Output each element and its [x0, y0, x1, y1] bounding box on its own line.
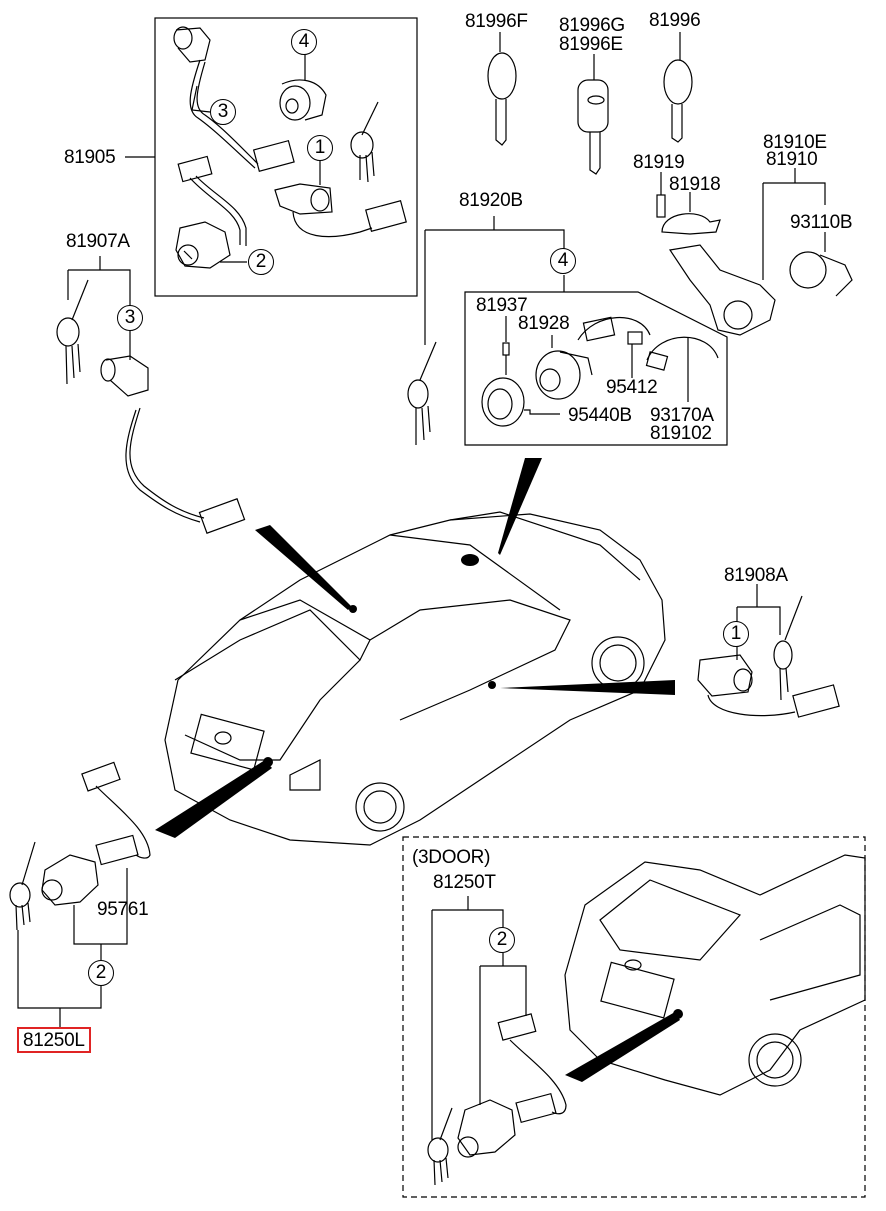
door-lock-cylinder-81907A-drawing [100, 355, 246, 534]
part-label-81920B[interactable]: 81920B [459, 190, 523, 211]
pointer-ignition [498, 458, 542, 555]
variant-label-3door: (3DOOR) [412, 847, 491, 868]
part-label-81996[interactable]: 81996 [649, 10, 701, 31]
callout-4-box: 4 [291, 29, 317, 55]
shroud-81918-drawing [661, 213, 721, 235]
bolt-81919-drawing [656, 194, 666, 218]
pointer-passenger-door [500, 680, 675, 695]
lock-cylinder-81928-drawing [535, 350, 593, 400]
trunk-lock-cylinder-2-drawing [175, 155, 247, 269]
tailgate-lock-81250T-drawing [427, 1013, 567, 1186]
callout-2-box: 2 [248, 249, 274, 275]
pointer-trunk [155, 760, 272, 838]
callout-1-box: 1 [307, 135, 333, 161]
trunk-lock-81250L-drawing [9, 761, 151, 931]
location-pointers [155, 458, 675, 838]
callout-2-81250L: 2 [88, 960, 114, 986]
ignition-cylinder-4-drawing [279, 79, 327, 121]
door-lock-cylinder-81908A-drawing [697, 654, 840, 718]
steering-lock-body-drawing [668, 244, 776, 336]
part-label-81250L-selected[interactable]: 81250L [17, 1027, 91, 1053]
part-label-81937[interactable]: 81937 [476, 295, 528, 316]
part-label-81996G[interactable]: 81996G [559, 15, 625, 36]
part-label-81910E[interactable]: 81910E [763, 132, 827, 153]
part-label-819102[interactable]: 819102 [650, 423, 712, 444]
pointer-3door-tailgate [565, 1012, 680, 1082]
group-box-81905 [154, 17, 418, 297]
sedan-body-drawing [164, 511, 666, 846]
key-81996F-drawing [487, 52, 517, 146]
part-label-81907A[interactable]: 81907A [66, 231, 130, 252]
ignition-switch-93110B-drawing [789, 251, 853, 297]
door-lock-cylinder-3-drawing [173, 26, 295, 172]
variant-box-3door [402, 836, 866, 1198]
callout-3-81907A: 3 [117, 305, 143, 331]
callout-3-box: 3 [210, 99, 236, 125]
switch-95412-drawing [627, 331, 643, 378]
hatchback-body-drawing [564, 854, 866, 1096]
key-drawing-81908A [773, 595, 803, 701]
part-label-81250T[interactable]: 81250T [433, 872, 496, 893]
part-label-81918[interactable]: 81918 [669, 174, 721, 195]
part-label-95761[interactable]: 95761 [97, 899, 149, 920]
housing-95440B-drawing [481, 377, 560, 427]
part-label-81919[interactable]: 81919 [633, 152, 685, 173]
part-label-81996E[interactable]: 81996E [559, 34, 623, 55]
key-set-drawing [350, 101, 379, 183]
part-label-81905[interactable]: 81905 [64, 147, 116, 168]
key-81996-drawing [663, 59, 693, 143]
part-label-81928[interactable]: 81928 [518, 313, 570, 334]
part-label-95412[interactable]: 95412 [606, 377, 658, 398]
key-drawing-81920B [407, 341, 437, 445]
part-label-81908A[interactable]: 81908A [724, 565, 788, 586]
ring-93170A-drawing [645, 336, 719, 402]
part-label-93170A[interactable]: 93170A [650, 405, 714, 426]
part-label-93110B[interactable]: 93110B [790, 212, 853, 233]
illumination-ring-drawing [577, 316, 651, 342]
group-box-81920B [464, 291, 728, 446]
door-lock-cylinder-1-drawing [274, 183, 407, 238]
callout-1-81908A: 1 [723, 621, 749, 647]
callout-2-81250T: 2 [489, 927, 515, 953]
part-label-95440B[interactable]: 95440B [568, 405, 632, 426]
pointer-driver-door [255, 525, 352, 610]
key-81996G-drawing [577, 79, 609, 175]
callout-4-81920B: 4 [550, 248, 576, 274]
part-label-81996F[interactable]: 81996F [465, 11, 528, 32]
part-label-81910[interactable]: 81910 [766, 149, 818, 170]
key-drawing-81907A [56, 279, 89, 385]
